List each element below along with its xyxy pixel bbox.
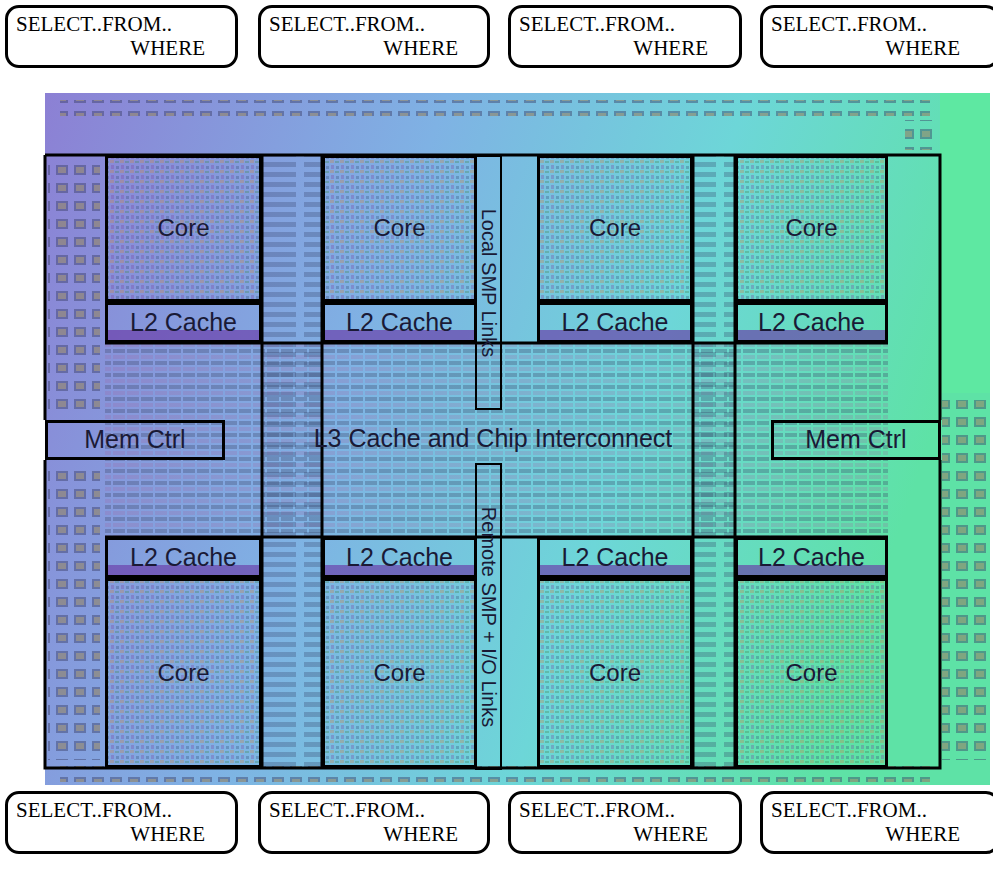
- core-block: Core: [322, 578, 477, 768]
- query-callout: SELECT..FROM.. WHERE: [760, 791, 993, 854]
- core-block: Core: [105, 155, 262, 302]
- block-label: L2 Cache: [346, 309, 453, 337]
- query-callout: SELECT..FROM.. WHERE: [760, 5, 993, 68]
- block-label: Core: [157, 660, 209, 686]
- l2-cache-block: L2 Cache: [322, 302, 477, 343]
- block-label: Remote SMP + I/O Links: [479, 506, 499, 726]
- query-text: SELECT..FROM.. WHERE: [771, 12, 960, 60]
- query-text: SELECT..FROM.. WHERE: [16, 798, 205, 846]
- l2-cache-block: L2 Cache: [537, 302, 693, 343]
- block-label: Core: [785, 215, 837, 241]
- query-callout: SELECT..FROM.. WHERE: [5, 5, 238, 68]
- memory-controller: Mem Ctrl: [771, 420, 941, 460]
- query-text: SELECT..FROM.. WHERE: [16, 12, 205, 60]
- query-callout: SELECT..FROM.. WHERE: [5, 791, 238, 854]
- core-block: Core: [322, 155, 477, 302]
- block-label: L2 Cache: [561, 309, 668, 337]
- block-label: Core: [157, 215, 209, 241]
- query-text: SELECT..FROM.. WHERE: [269, 12, 458, 60]
- block-label: L2 Cache: [758, 309, 865, 337]
- l2-cache-block: L2 Cache: [105, 302, 262, 343]
- block-label: Core: [589, 660, 641, 686]
- l2-cache-block: L2 Cache: [735, 302, 888, 343]
- memory-controller: Mem Ctrl: [45, 420, 225, 460]
- block-label: Core: [373, 215, 425, 241]
- core-block: Core: [537, 578, 693, 768]
- query-callout: SELECT..FROM.. WHERE: [258, 5, 490, 68]
- query-text: SELECT..FROM.. WHERE: [269, 798, 458, 846]
- core-block: Core: [537, 155, 693, 302]
- core-block: Core: [735, 578, 888, 768]
- block-label: Mem Ctrl: [84, 426, 185, 454]
- query-text: SELECT..FROM.. WHERE: [771, 798, 960, 846]
- block-label: L2 Cache: [130, 309, 237, 337]
- query-callout: SELECT..FROM.. WHERE: [258, 791, 490, 854]
- query-text: SELECT..FROM.. WHERE: [519, 798, 708, 846]
- l2-cache-block: L2 Cache: [537, 537, 693, 578]
- core-block: Core: [735, 155, 888, 302]
- block-label: L2 Cache: [758, 544, 865, 572]
- block-label: Local SMP Links: [479, 208, 499, 357]
- block-label: Core: [589, 215, 641, 241]
- query-callout: SELECT..FROM.. WHERE: [508, 791, 742, 854]
- core-block: Core: [105, 578, 262, 768]
- block-label: L2 Cache: [130, 544, 237, 572]
- link-block: Local SMP Links: [475, 155, 502, 410]
- block-label: L2 Cache: [346, 544, 453, 572]
- query-text: SELECT..FROM.. WHERE: [519, 12, 708, 60]
- l2-cache-block: L2 Cache: [105, 537, 262, 578]
- region-label: L3 Cache and Chip Interconnect: [314, 424, 673, 453]
- l2-cache-block: L2 Cache: [735, 537, 888, 578]
- block-label: Core: [373, 660, 425, 686]
- l2-cache-block: L2 Cache: [322, 537, 477, 578]
- block-label: Core: [785, 660, 837, 686]
- query-callout: SELECT..FROM.. WHERE: [508, 5, 742, 68]
- block-label: L2 Cache: [561, 544, 668, 572]
- link-block: Remote SMP + I/O Links: [475, 463, 502, 770]
- block-label: Mem Ctrl: [805, 426, 906, 454]
